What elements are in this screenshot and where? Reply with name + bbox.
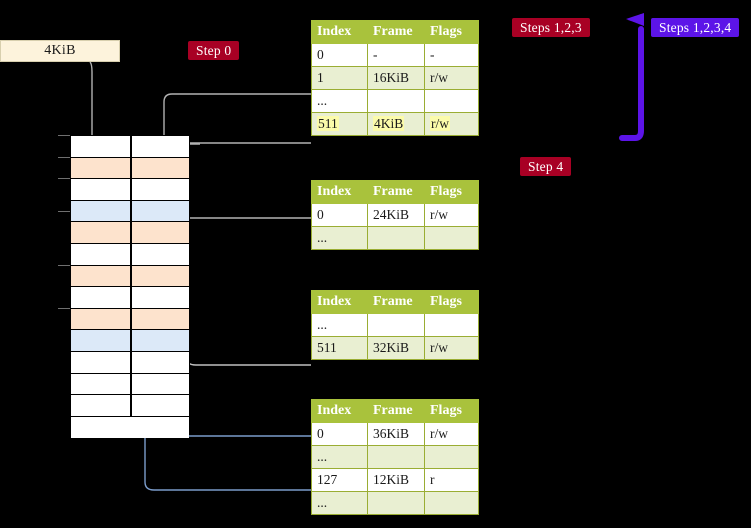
table-header-row: Index Frame Flags [311, 399, 479, 423]
column-header-flags: Flags [424, 180, 479, 204]
cell-frame [367, 491, 425, 515]
step-chip-step0: Step 0 [188, 41, 240, 60]
table-row: ... [311, 313, 479, 337]
column-header-flags: Flags [424, 290, 479, 314]
cell-flags-text: r/w [430, 116, 450, 131]
cell-index-text: 511 [317, 116, 339, 131]
table-header-row: Index Frame Flags [311, 290, 479, 314]
cell-flags: r [424, 468, 479, 492]
column-header-frame: Frame [367, 399, 425, 423]
cell-index: ... [311, 445, 368, 469]
column-header-frame: Frame [367, 180, 425, 204]
memory-grid-divider [130, 135, 132, 416]
page-table-level-1: Index Frame Flags 0 - - 1 16KiB r/w ... [311, 20, 479, 136]
wire-l2-row0 [175, 217, 311, 260]
grid-tick [58, 135, 71, 136]
column-header-index: Index [311, 290, 368, 314]
cell-frame: 36KiB [367, 422, 425, 446]
table-row: ... [311, 226, 479, 250]
table-row: 0 24KiB r/w [311, 203, 479, 227]
cell-flags: r/w [424, 203, 479, 227]
cell-flags: - [424, 43, 479, 67]
memory-size-text: 4KiB [44, 43, 76, 58]
cell-index: 0 [311, 43, 368, 67]
cell-index: ... [311, 313, 368, 337]
cell-frame: 16KiB [367, 66, 425, 90]
cell-flags [424, 313, 479, 337]
cell-index: 511 [311, 336, 368, 360]
cell-frame [367, 445, 425, 469]
grid-tick [58, 211, 71, 212]
grid-tick [58, 178, 71, 179]
cell-flags [424, 89, 479, 113]
cell-frame [367, 226, 425, 250]
table-header-row: Index Frame Flags [311, 180, 479, 204]
column-header-flags: Flags [424, 20, 479, 44]
table-header-row: Index Frame Flags [311, 20, 479, 44]
table-row: 127 12KiB r [311, 468, 479, 492]
step-chip-steps-1-2-3: Steps 1,2,3 [512, 18, 590, 37]
page-table-level-2: Index Frame Flags 0 24KiB r/w ... [311, 180, 479, 250]
cell-index: ... [311, 89, 368, 113]
cell-index: 0 [311, 203, 368, 227]
cell-flags: r/w [424, 336, 479, 360]
cell-frame-text: 4KiB [373, 116, 405, 131]
table-row: ... [311, 89, 479, 113]
column-header-frame: Frame [367, 290, 425, 314]
cell-flags: r/w [424, 66, 479, 90]
cell-index: 0 [311, 422, 368, 446]
column-header-index: Index [311, 20, 368, 44]
wire-l1-row1 [163, 93, 311, 156]
cell-flags: r/w [424, 422, 479, 446]
grid-tick [58, 308, 71, 309]
cell-flags [424, 445, 479, 469]
column-header-index: Index [311, 180, 368, 204]
cell-frame [367, 89, 425, 113]
wire-step0-4kib [89, 61, 100, 156]
cell-frame [367, 313, 425, 337]
cell-flags [424, 226, 479, 250]
step-chip-step4: Step 4 [520, 157, 572, 176]
table-row: 0 36KiB r/w [311, 422, 479, 446]
cell-frame: 24KiB [367, 203, 425, 227]
table-row: 511 32KiB r/w [311, 336, 479, 360]
table-row: ... [311, 491, 479, 515]
grid-tick [58, 157, 71, 158]
cell-frame: - [367, 43, 425, 67]
cell-frame: 32KiB [367, 336, 425, 360]
column-header-index: Index [311, 399, 368, 423]
step-chip-steps-1-2-3-4: Steps 1,2,3,4 [651, 18, 740, 37]
column-header-frame: Frame [367, 20, 425, 44]
table-row-highlighted: 511 4KiB r/w [311, 112, 479, 136]
page-table-level-3: Index Frame Flags ... 511 32KiB r/w [311, 290, 479, 360]
cell-frame: 12KiB [367, 468, 425, 492]
wire-l3-row511 [178, 312, 311, 366]
cell-index: 511 [311, 112, 368, 136]
purple-bracket-arrow [619, 13, 644, 141]
cell-index: ... [311, 491, 368, 515]
table-row: ... [311, 445, 479, 469]
grid-tick [58, 265, 71, 266]
column-header-flags: Flags [424, 399, 479, 423]
memory-frame-row [71, 416, 189, 439]
cell-frame: 4KiB [367, 112, 425, 136]
cell-index: ... [311, 226, 368, 250]
cell-index: 1 [311, 66, 368, 90]
memory-size-label: 4KiB [0, 40, 120, 62]
cell-flags [424, 491, 479, 515]
page-table-level-4: Index Frame Flags 0 36KiB r/w ... 127 12… [311, 399, 479, 515]
cell-index: 127 [311, 468, 368, 492]
cell-flags: r/w [424, 112, 479, 136]
table-row: 0 - - [311, 43, 479, 67]
table-row: 1 16KiB r/w [311, 66, 479, 90]
